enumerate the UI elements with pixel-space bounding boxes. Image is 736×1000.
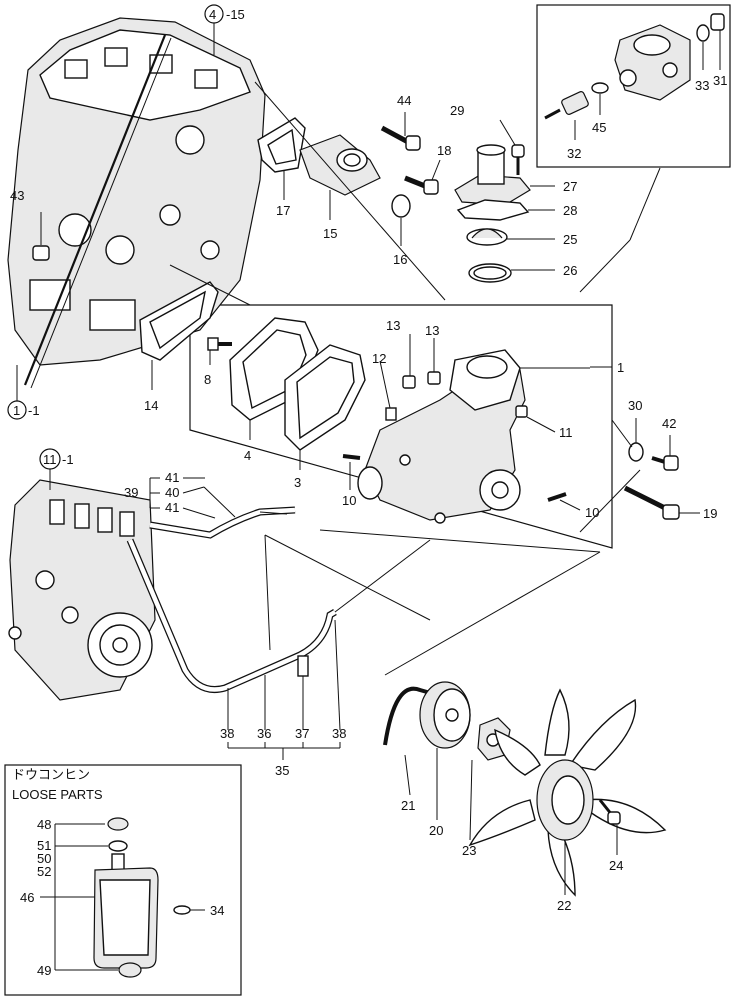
- callout-12: 12: [372, 351, 386, 366]
- fuel-hose-40-drawing: [149, 486, 296, 539]
- bolt-19-drawing: [623, 485, 700, 520]
- loose-parts-title-jp: ドウコンヒン: [12, 767, 90, 782]
- callout-31: 31: [713, 73, 727, 88]
- ref-4-number: 4: [209, 7, 216, 22]
- callout-52: 52: [37, 864, 51, 879]
- callout-4: 4: [244, 448, 251, 463]
- gasket-17-drawing: [257, 117, 306, 200]
- callout-28: 28: [563, 203, 577, 218]
- bolt-44-drawing: [380, 112, 421, 151]
- fan-pulley-20-drawing: [419, 681, 471, 820]
- fuel-injection-pump-drawing: [8, 479, 156, 701]
- callout-43: 43: [10, 188, 24, 203]
- callout-17: 17: [276, 203, 290, 218]
- callout-18: 18: [437, 143, 451, 158]
- callout-33: 33: [695, 78, 709, 93]
- thermostat-25-drawing: [466, 228, 555, 246]
- callout-51: 51: [37, 838, 51, 853]
- ref-1-number: 1: [13, 403, 20, 418]
- callout-44: 44: [397, 93, 411, 108]
- gasket-16-drawing: [391, 194, 411, 246]
- callout-41-top: 41: [165, 470, 179, 485]
- callout-13-left: 13: [386, 318, 400, 333]
- loose-parts-drawing: [93, 817, 191, 978]
- thermostat-housing-detail-frame: [536, 4, 731, 168]
- callout-14: 14: [144, 398, 158, 413]
- gasket-28-drawing: [456, 199, 555, 221]
- bracket-39: [149, 477, 216, 519]
- gasket-14-drawing: [139, 281, 219, 390]
- callout-3: 3: [294, 475, 301, 490]
- callout-13-right: 13: [425, 323, 439, 338]
- bolt-29-drawing: [499, 119, 525, 175]
- fan-belt-21-drawing: [383, 686, 456, 796]
- ref-11-suffix: -1: [62, 452, 74, 467]
- water-pump-assembly-frame: [189, 304, 613, 549]
- callout-46: 46: [20, 890, 34, 905]
- callout-16: 16: [393, 252, 407, 267]
- callout-20: 20: [429, 823, 443, 838]
- callout-11: 11: [559, 425, 573, 440]
- callout-15: 15: [323, 226, 337, 241]
- callout-35: 35: [275, 763, 289, 778]
- callout-40: 40: [165, 485, 179, 500]
- callout-21: 21: [401, 798, 415, 813]
- callout-1: 1: [617, 360, 624, 375]
- callout-30: 30: [628, 398, 642, 413]
- callout-49: 49: [37, 963, 51, 978]
- water-outlet-15-drawing: [299, 134, 381, 220]
- loose-parts-title-en: LOOSE PARTS: [12, 787, 103, 802]
- callout-25: 25: [563, 232, 577, 247]
- callout-23: 23: [462, 843, 476, 858]
- ref-4-suffix: -15: [226, 7, 245, 22]
- callout-50: 50: [37, 851, 51, 866]
- callout-39: 39: [124, 485, 138, 500]
- bracket-35: [227, 742, 341, 760]
- callout-42: 42: [662, 416, 676, 431]
- callout-10-left: 10: [342, 493, 356, 508]
- o-ring-26-drawing: [468, 263, 555, 283]
- callout-10-right: 10: [585, 505, 599, 520]
- ref-1-suffix: -1: [28, 403, 40, 418]
- loose-parts-frame: [4, 764, 242, 996]
- callout-37: 37: [295, 726, 309, 741]
- callout-19: 19: [703, 506, 717, 521]
- callout-27: 27: [563, 179, 577, 194]
- callout-41-bottom: 41: [165, 500, 179, 515]
- bolt-18-drawing: [404, 159, 441, 195]
- thermostat-housing-detail-drawing: [544, 13, 725, 293]
- callout-32: 32: [567, 146, 581, 161]
- washer-30-drawing: [628, 418, 644, 462]
- callout-8: 8: [204, 372, 211, 387]
- callout-29: 29: [450, 103, 464, 118]
- cylinder-head-drawing: [7, 17, 266, 389]
- thermostat-cover-27-drawing: [454, 144, 555, 206]
- gasket-3-drawing: [284, 344, 366, 470]
- fittings-drawing: [342, 334, 581, 511]
- bolt-42-drawing: [651, 435, 679, 471]
- bolt-24-drawing: [598, 799, 621, 855]
- callout-48: 48: [37, 817, 51, 832]
- callout-36: 36: [257, 726, 271, 741]
- water-pump-1-drawing: [357, 349, 526, 524]
- cooling-fan-22-drawing: [468, 688, 667, 897]
- ref-11-number: 11: [43, 452, 57, 467]
- callout-22: 22: [557, 898, 571, 913]
- callout-38-left: 38: [220, 726, 234, 741]
- callout-34: 34: [210, 903, 224, 918]
- callout-26: 26: [563, 263, 577, 278]
- callout-45: 45: [592, 120, 606, 135]
- fuel-pipe-36-drawing: [126, 538, 341, 731]
- plug-43-drawing: [32, 212, 50, 261]
- bracket-46: [40, 823, 205, 971]
- leader-lines: [169, 81, 641, 676]
- callout-24: 24: [609, 858, 623, 873]
- bolt-8-drawing: [207, 337, 232, 365]
- callout-38-right: 38: [332, 726, 346, 741]
